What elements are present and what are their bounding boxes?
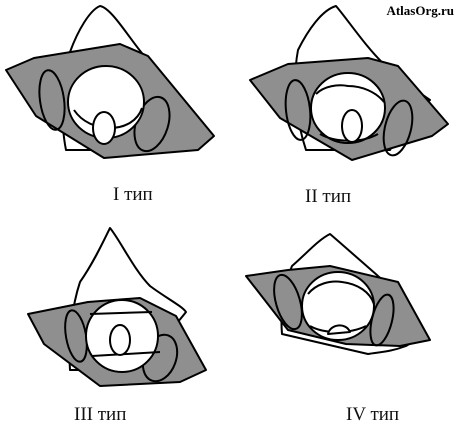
inlet-lower-line — [91, 351, 161, 357]
watermark: AtlasOrg.ru — [386, 3, 454, 18]
pelvis-figure-type-3 — [27, 227, 207, 387]
label-type-1: I тип — [113, 184, 153, 205]
label-type-3: III тип — [74, 404, 127, 425]
coccyx — [341, 109, 363, 143]
acetabulum-left — [38, 69, 66, 131]
acetabulum-left — [273, 273, 303, 331]
pelvic-inlet — [301, 271, 375, 341]
inlet-inner-contour — [307, 280, 375, 305]
coccyx — [92, 111, 116, 145]
pelvis-figure-type-4 — [245, 233, 431, 355]
inlet-inner-contour — [315, 84, 385, 103]
inlet-top-line — [89, 311, 153, 315]
pelvis-figure-type-2 — [249, 5, 449, 161]
coccyx — [327, 324, 351, 335]
label-type-4: IV тип — [346, 404, 400, 425]
coccyx — [109, 324, 131, 356]
acetabulum-right — [382, 99, 414, 157]
label-type-2: II тип — [305, 186, 352, 207]
pelvis-figure-type-1 — [5, 5, 215, 159]
acetabulum-left — [284, 79, 312, 141]
